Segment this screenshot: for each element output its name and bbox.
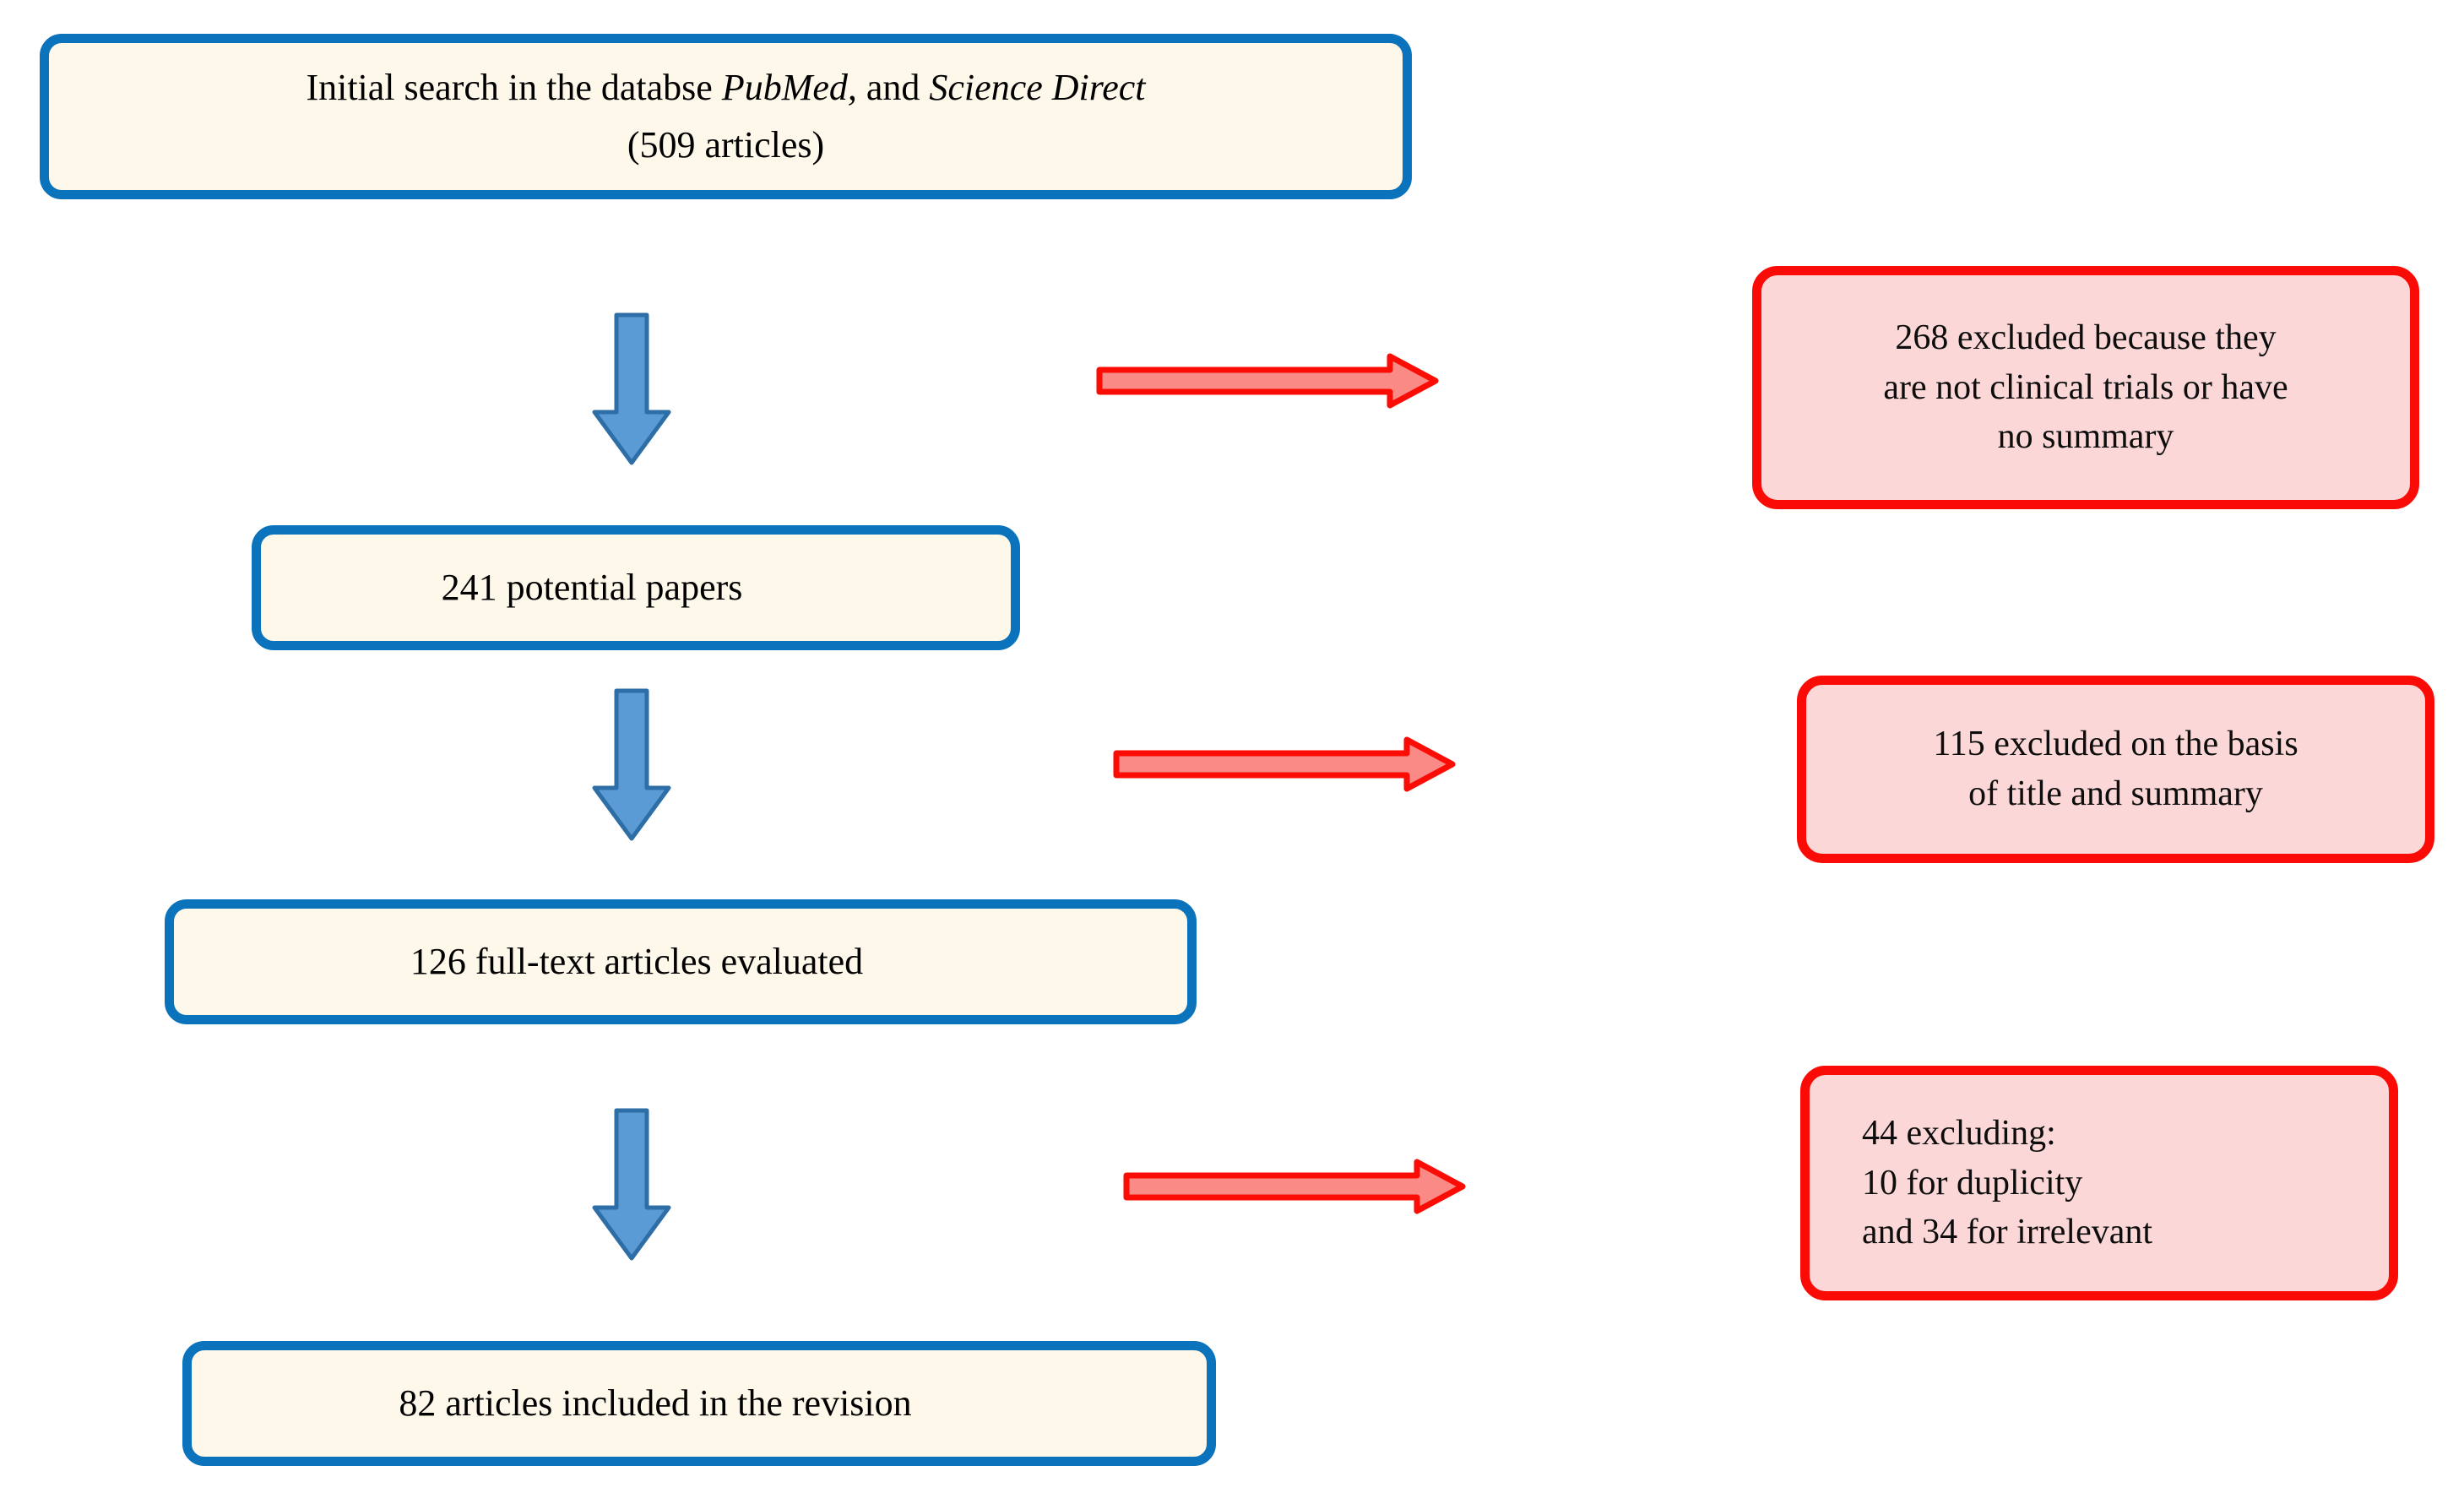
down-arrow-icon xyxy=(592,688,671,841)
right-arrow-1 xyxy=(1096,353,1439,409)
exclusion-box-115: 115 excluded on the basis of title and s… xyxy=(1797,676,2434,863)
process-box-fulltext-evaluated: 126 full-text articles evaluated xyxy=(165,899,1197,1024)
line1-italic-pubmed: PubMed, xyxy=(721,66,857,108)
exclusion-box-44-line1: 44 excluding: xyxy=(1862,1113,2056,1153)
process-box-fulltext-evaluated-label: 126 full-text articles evaluated xyxy=(410,941,864,982)
exclusion-box-268: 268 excluded because they are not clinic… xyxy=(1752,266,2419,509)
down-arrow-1 xyxy=(591,312,672,466)
process-box-included-revision: 82 articles included in the revision xyxy=(182,1341,1216,1466)
exclusion-box-44-line3: and 34 for irrelevant xyxy=(1862,1213,2153,1252)
exclusion-box-268-line1: 268 excluded because they xyxy=(1895,318,2277,357)
right-arrow-icon xyxy=(1113,736,1456,792)
process-box-potential-papers: 241 potential papers xyxy=(252,525,1020,650)
line1-middle: and xyxy=(856,66,930,108)
down-arrow-icon xyxy=(592,1108,671,1261)
line1-italic-sciencedirect: Science Direct xyxy=(929,66,1146,108)
exclusion-box-115-line2: of title and summary xyxy=(1968,774,2263,813)
down-arrow-3 xyxy=(591,1108,672,1262)
right-arrow-2 xyxy=(1113,736,1456,792)
exclusion-box-268-line3: no summary xyxy=(1997,417,2174,457)
process-box-initial-search: Initial search in the databse PubMed, an… xyxy=(40,34,1412,199)
exclusion-box-44: 44 excluding: 10 for duplicity and 34 fo… xyxy=(1800,1066,2398,1300)
process-box-initial-search-line1: Initial search in the databse PubMed, an… xyxy=(306,59,1145,117)
process-box-included-revision-label: 82 articles included in the revision xyxy=(399,1382,912,1424)
process-box-initial-search-line2: (509 articles) xyxy=(627,124,825,166)
down-arrow-icon xyxy=(592,312,671,465)
line1-prefix: Initial search in the databse xyxy=(306,66,722,108)
exclusion-box-44-line2: 10 for duplicity xyxy=(1862,1163,2083,1203)
right-arrow-icon xyxy=(1096,353,1439,409)
right-arrow-3 xyxy=(1123,1159,1466,1214)
process-box-potential-papers-label: 241 potential papers xyxy=(441,567,743,608)
exclusion-box-268-line2: are not clinical trials or have xyxy=(1883,367,2288,407)
exclusion-box-115-line1: 115 excluded on the basis xyxy=(1933,725,2298,764)
right-arrow-icon xyxy=(1123,1159,1466,1214)
down-arrow-2 xyxy=(591,688,672,842)
